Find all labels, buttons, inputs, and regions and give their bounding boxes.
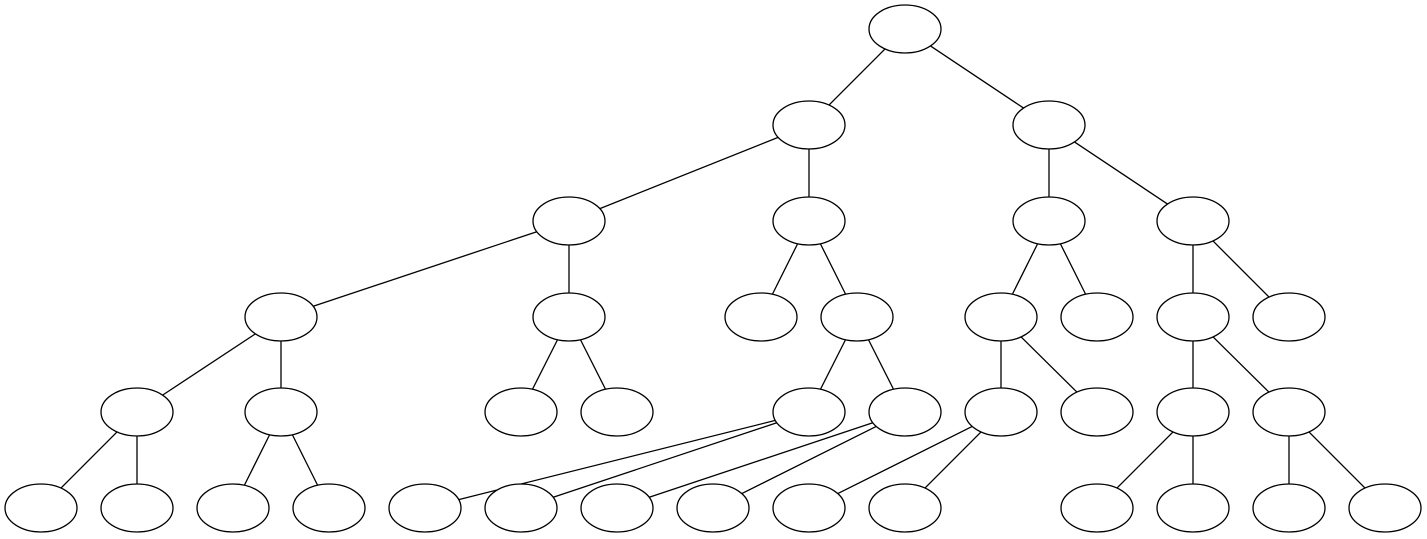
tree-node <box>676 483 750 533</box>
tree-node <box>772 387 846 437</box>
tree-node <box>724 292 798 342</box>
tree-node <box>244 387 318 437</box>
tree-edge <box>648 422 874 498</box>
tree-root-node <box>868 4 942 54</box>
tree-node <box>580 483 654 533</box>
tree-node <box>244 292 318 342</box>
tree-edge <box>291 434 319 486</box>
tree-edge <box>60 431 118 489</box>
tree-node <box>1012 100 1086 150</box>
tree-node <box>1348 483 1422 533</box>
tree-edge <box>1074 141 1168 205</box>
tree-node <box>964 292 1038 342</box>
tree-edge <box>552 422 778 498</box>
tree-node <box>820 292 894 342</box>
tree-edge <box>599 136 779 210</box>
tree-node <box>1012 196 1086 246</box>
tree-edge <box>828 48 886 106</box>
tree-node <box>1156 292 1230 342</box>
tree-edge <box>1212 240 1270 298</box>
tree-edge <box>1116 431 1174 489</box>
tree-edge <box>1020 336 1078 393</box>
tree-edge <box>930 45 1024 109</box>
tree-node <box>964 387 1038 437</box>
tree-node <box>532 292 606 342</box>
tree-node <box>580 387 654 437</box>
tree-edge <box>579 339 607 390</box>
tree-node <box>1060 483 1134 533</box>
tree-node <box>1252 387 1326 437</box>
tree-node <box>484 387 558 437</box>
tree-node <box>868 387 942 437</box>
tree-node <box>292 483 366 533</box>
tree-edge <box>312 231 538 307</box>
tree-node <box>1060 387 1134 437</box>
tree-edge <box>531 339 559 390</box>
edges <box>60 45 1366 501</box>
tree-edge <box>819 339 847 390</box>
tree-edge <box>1059 243 1087 295</box>
tree-edge <box>924 431 982 489</box>
tree-node <box>1252 483 1326 533</box>
tree-node <box>1252 292 1326 342</box>
tree-node <box>484 483 558 533</box>
tree-edge <box>1212 336 1270 393</box>
tree-node <box>388 483 462 533</box>
nodes <box>4 4 1422 533</box>
tree-node <box>4 483 78 533</box>
tree-node <box>1156 483 1230 533</box>
tree-node <box>1156 196 1230 246</box>
tree-node <box>772 483 846 533</box>
tree-edge <box>741 425 877 495</box>
tree-edge <box>1308 431 1366 489</box>
tree-edge <box>771 243 799 295</box>
tree-edge <box>819 243 847 295</box>
tree-node <box>532 196 606 246</box>
tree-node <box>868 483 942 533</box>
tree-edge <box>867 339 895 390</box>
tree-node <box>1156 387 1230 437</box>
tree-node <box>772 196 846 246</box>
tree-edge <box>162 333 256 396</box>
tree-node <box>772 100 846 150</box>
tree-node <box>196 483 270 533</box>
tree-edge <box>243 434 271 486</box>
tree-node <box>100 387 174 437</box>
tree-edge <box>837 425 973 495</box>
tree-node <box>1060 292 1134 342</box>
tree-edge <box>1011 243 1039 295</box>
tree-node <box>100 483 174 533</box>
